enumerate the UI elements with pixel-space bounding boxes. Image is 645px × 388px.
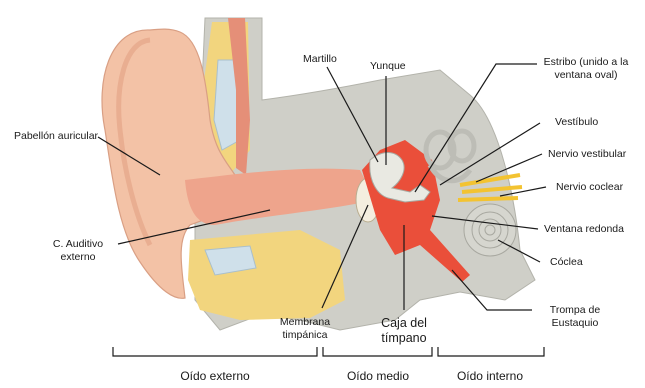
label-conducto: C. Auditivo externo (40, 238, 116, 264)
label-membrana-line1: Membrana (270, 316, 340, 329)
lower-tissue (188, 230, 345, 320)
label-estribo-line1: Estribo (unido a la (532, 56, 640, 69)
label-trompa-line1: Trompa de (535, 304, 615, 317)
label-ventana-redonda: Ventana redonda (544, 223, 624, 236)
bracket-externo (113, 347, 317, 356)
section-oido-medio: Oído medio (328, 370, 428, 383)
label-caja-line2: tímpano (366, 331, 442, 346)
label-trompa-line2: Eustaquio (535, 317, 615, 330)
bracket-interno (438, 347, 544, 356)
label-conducto-line1: C. Auditivo (40, 238, 116, 251)
label-pabellon: Pabellón auricular (14, 130, 98, 143)
label-coclea: Cóclea (550, 256, 583, 269)
label-membrana-line2: timpánica (270, 329, 340, 342)
label-trompa: Trompa de Eustaquio (535, 304, 615, 330)
label-caja-line1: Caja del (366, 316, 442, 331)
label-conducto-line2: externo (40, 251, 116, 264)
label-vestibulo: Vestíbulo (555, 116, 598, 129)
section-oido-interno: Oído interno (440, 370, 540, 383)
bracket-medio (323, 347, 432, 356)
label-membrana: Membrana timpánica (270, 316, 340, 342)
label-estribo: Estribo (unido a la ventana oval) (532, 56, 640, 82)
label-caja: Caja del tímpano (366, 316, 442, 346)
label-nervio-coclear: Nervio coclear (556, 181, 623, 194)
cochlea (464, 204, 516, 256)
label-estribo-line2: ventana oval) (532, 69, 640, 82)
section-oido-externo: Oído externo (160, 370, 270, 383)
section-brackets (113, 347, 544, 356)
label-nervio-vestibular: Nervio vestibular (548, 148, 626, 161)
label-yunque: Yunque (370, 60, 406, 73)
label-martillo: Martillo (303, 53, 337, 66)
